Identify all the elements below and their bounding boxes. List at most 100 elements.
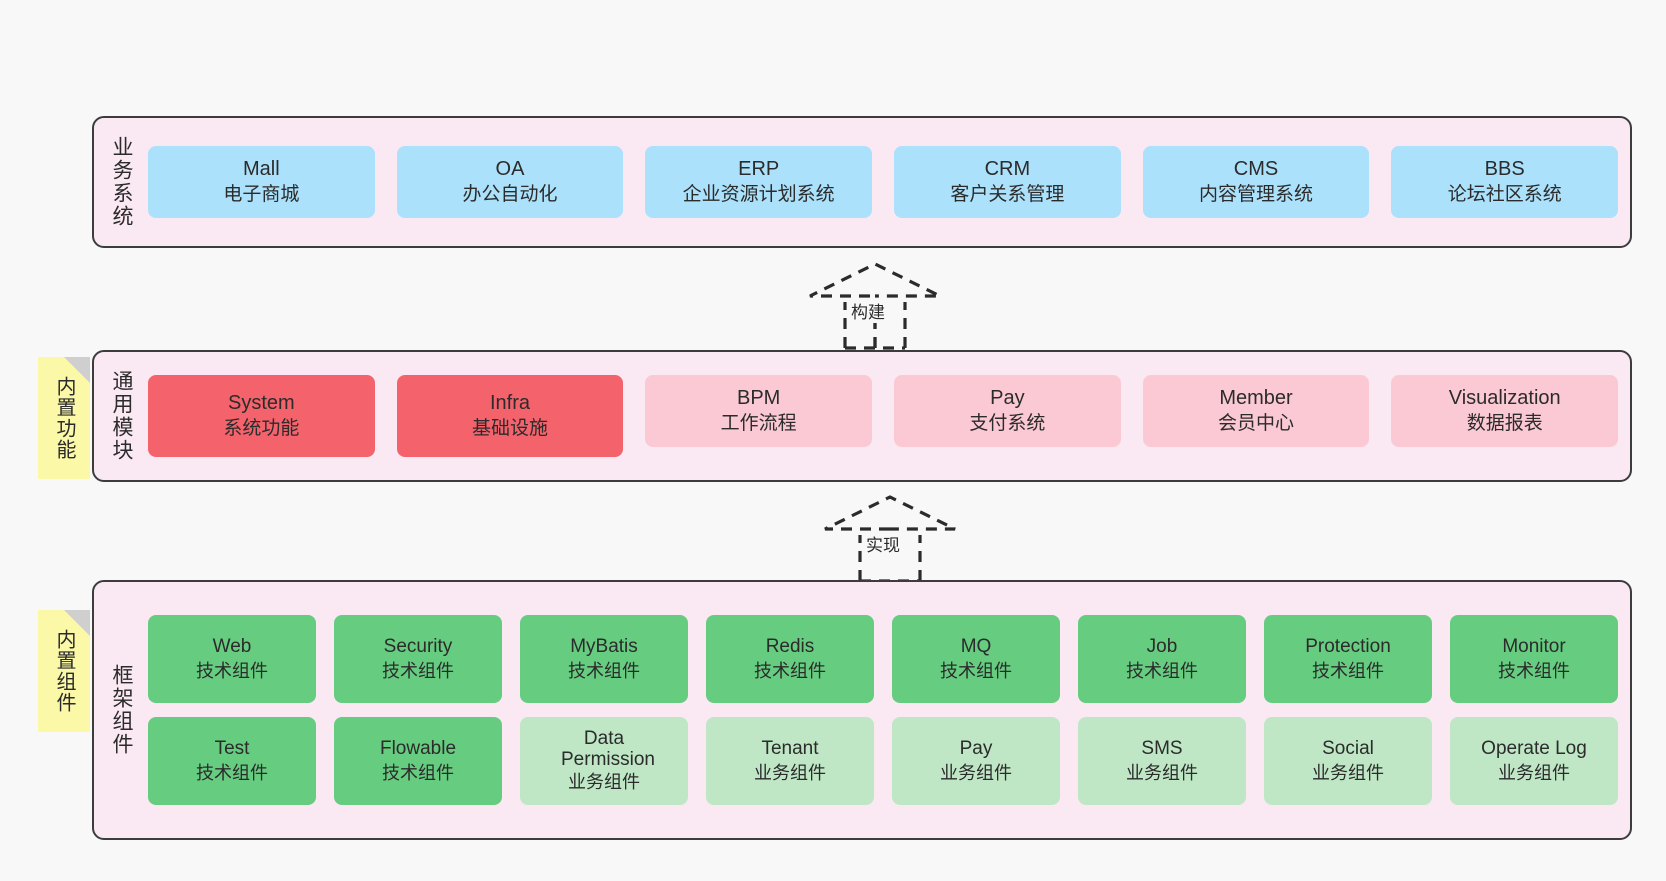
card-title: Operate Log — [1481, 738, 1587, 760]
card-title: Infra — [489, 392, 531, 415]
connector-implement-label: 实现 — [863, 531, 903, 556]
card-subtitle: 技术组件 — [568, 660, 640, 681]
card-cms[interactable]: CMS 内容管理系统 — [1142, 146, 1370, 218]
card-subtitle: 内容管理系统 — [1199, 183, 1314, 205]
card-subtitle: 办公自动化 — [462, 183, 558, 205]
card-mall[interactable]: Mall 电子商城 — [148, 146, 375, 218]
card-subtitle: 电子商城 — [223, 183, 300, 205]
card-redis[interactable]: Redis 技术组件 — [706, 615, 874, 703]
card-oa[interactable]: OA 办公自动化 — [396, 146, 624, 218]
card-title: SMS — [1141, 738, 1183, 760]
card-mq[interactable]: MQ 技术组件 — [892, 615, 1060, 703]
card-subtitle: 业务组件 — [1312, 762, 1384, 783]
card-subtitle: 会员中心 — [1218, 412, 1295, 434]
card-job[interactable]: Job 技术组件 — [1078, 615, 1246, 703]
card-row: Web 技术组件 Security 技术组件 MyBatis 技术组件 Redi… — [148, 615, 1618, 703]
card-title: Data Permission — [561, 727, 655, 771]
card-title: Redis — [765, 636, 815, 658]
note-fold-icon — [64, 610, 90, 636]
connector-build: 构建 — [800, 262, 960, 350]
card-infra[interactable]: Infra 基础设施 — [396, 375, 624, 457]
layer-title-framework-components: 框架组件 — [110, 664, 134, 756]
card-title: BBS — [1484, 158, 1525, 181]
card-subtitle: 工作流程 — [720, 412, 797, 434]
card-subtitle: 技术组件 — [1498, 660, 1570, 681]
card-title: Test — [214, 738, 250, 760]
card-visualization[interactable]: Visualization 数据报表 — [1391, 375, 1619, 447]
card-title: Protection — [1305, 636, 1391, 658]
card-subtitle: 业务组件 — [1126, 762, 1198, 783]
card-bpm[interactable]: BPM 工作流程 — [645, 375, 873, 447]
card-subtitle: 数据报表 — [1466, 412, 1543, 434]
card-crm[interactable]: CRM 客户关系管理 — [894, 146, 1121, 218]
card-mybatis[interactable]: MyBatis 技术组件 — [520, 615, 688, 703]
card-operate-log[interactable]: Operate Log 业务组件 — [1450, 717, 1618, 805]
card-title: Pay — [959, 738, 993, 760]
card-member[interactable]: Member 会员中心 — [1142, 375, 1370, 447]
card-monitor[interactable]: Monitor 技术组件 — [1450, 615, 1618, 703]
card-title: CRM — [984, 158, 1031, 181]
card-title: Tenant — [761, 738, 819, 760]
layer-body-business-systems: Mall 电子商城 OA 办公自动化 ERP 企业资源计划系统 CRM 客户关系… — [148, 118, 1630, 246]
card-pay-component[interactable]: Pay 业务组件 — [892, 717, 1060, 805]
layer-business-systems: 业务系统 Mall 电子商城 OA 办公自动化 ERP 企业资源计划系统 CRM… — [92, 116, 1632, 248]
card-title: MyBatis — [570, 636, 638, 658]
card-title: Mall — [243, 158, 280, 181]
card-pay[interactable]: Pay 支付系统 — [894, 375, 1121, 447]
card-title: ERP — [738, 158, 780, 181]
connector-implement: 实现 — [815, 495, 975, 583]
card-tenant[interactable]: Tenant 业务组件 — [706, 717, 874, 805]
card-subtitle: 系统功能 — [223, 417, 300, 439]
card-subtitle: 技术组件 — [754, 660, 826, 681]
card-subtitle: 技术组件 — [196, 762, 268, 783]
card-social[interactable]: Social 业务组件 — [1264, 717, 1432, 805]
card-title: CMS — [1233, 158, 1279, 181]
note-label: 内置组件 — [53, 629, 75, 713]
card-data-permission[interactable]: Data Permission 业务组件 — [520, 717, 688, 805]
card-protection[interactable]: Protection 技术组件 — [1264, 615, 1432, 703]
card-subtitle: 技术组件 — [382, 660, 454, 681]
layer-framework-components: 框架组件 Web 技术组件 Security 技术组件 MyBatis 技术组件… — [92, 580, 1632, 840]
card-subtitle: 技术组件 — [1312, 660, 1384, 681]
card-erp[interactable]: ERP 企业资源计划系统 — [645, 146, 873, 218]
card-row: Mall 电子商城 OA 办公自动化 ERP 企业资源计划系统 CRM 客户关系… — [148, 146, 1619, 218]
card-subtitle: 技术组件 — [196, 660, 268, 681]
card-row: System 系统功能 Infra 基础设施 BPM 工作流程 Pay 支付系统… — [148, 375, 1619, 457]
layer-body-framework-components: Web 技术组件 Security 技术组件 MyBatis 技术组件 Redi… — [148, 582, 1630, 838]
card-title: Monitor — [1502, 636, 1566, 658]
card-title: Job — [1146, 636, 1178, 658]
card-web[interactable]: Web 技术组件 — [148, 615, 316, 703]
card-subtitle: 基础设施 — [472, 417, 549, 439]
card-test[interactable]: Test 技术组件 — [148, 717, 316, 805]
card-subtitle: 业务组件 — [754, 762, 826, 783]
card-subtitle: 企业资源计划系统 — [682, 183, 835, 205]
card-subtitle: 技术组件 — [940, 660, 1012, 681]
card-subtitle: 客户关系管理 — [950, 183, 1065, 205]
layer-title-business-systems: 业务系统 — [110, 136, 134, 228]
card-title: Visualization — [1448, 387, 1561, 410]
card-subtitle: 业务组件 — [1498, 762, 1570, 783]
card-title: Web — [212, 636, 252, 658]
card-security[interactable]: Security 技术组件 — [334, 615, 502, 703]
card-bbs[interactable]: BBS 论坛社区系统 — [1391, 146, 1619, 218]
layer-title-common-modules: 通用模块 — [110, 370, 134, 462]
card-title: BPM — [737, 387, 781, 410]
note-label: 内置功能 — [53, 376, 75, 460]
card-subtitle: 支付系统 — [969, 412, 1046, 434]
card-title: OA — [495, 158, 525, 181]
note-builtin-components: 内置组件 — [38, 610, 90, 732]
layer-body-common-modules: System 系统功能 Infra 基础设施 BPM 工作流程 Pay 支付系统… — [148, 352, 1630, 480]
note-fold-icon — [64, 357, 90, 383]
card-title: Flowable — [379, 738, 457, 760]
card-subtitle: 论坛社区系统 — [1447, 183, 1562, 205]
card-row: Test 技术组件 Flowable 技术组件 Data Permission … — [148, 717, 1618, 805]
card-title: MQ — [960, 636, 992, 658]
card-subtitle: 技术组件 — [1126, 660, 1198, 681]
card-sms[interactable]: SMS 业务组件 — [1078, 717, 1246, 805]
card-flowable[interactable]: Flowable 技术组件 — [334, 717, 502, 805]
card-subtitle: 业务组件 — [940, 762, 1012, 783]
connector-build-label: 构建 — [848, 298, 888, 323]
card-subtitle: 业务组件 — [568, 772, 640, 793]
card-system[interactable]: System 系统功能 — [148, 375, 375, 457]
